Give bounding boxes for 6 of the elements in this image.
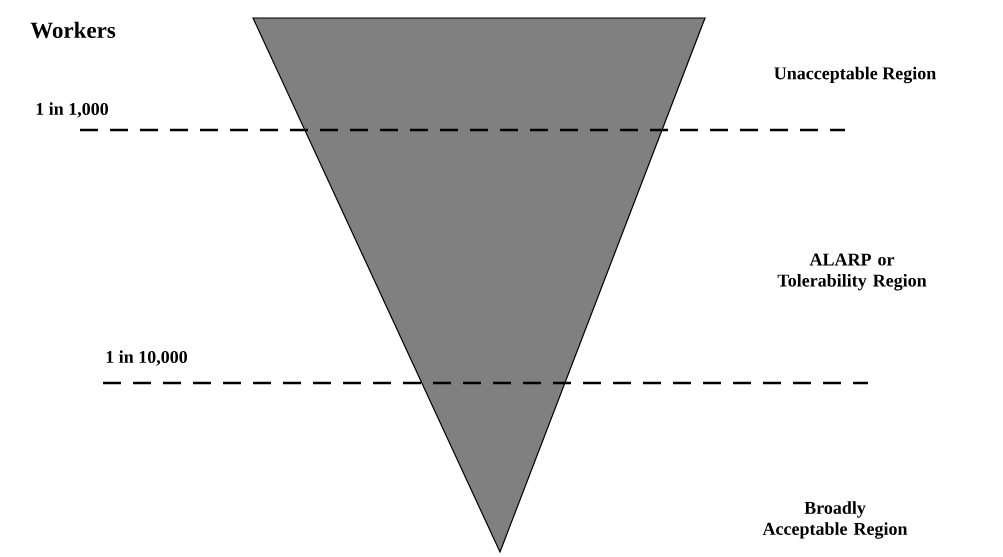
label: 1 in 1,000 (36, 102, 109, 118)
label: ALARP or Tolerability Region (777, 253, 927, 291)
label: Unacceptable Region (774, 66, 936, 84)
label: 1 in 10,000 (106, 350, 188, 366)
label: Broadly Acceptable Region (762, 501, 908, 539)
title: Workers (30, 21, 116, 39)
